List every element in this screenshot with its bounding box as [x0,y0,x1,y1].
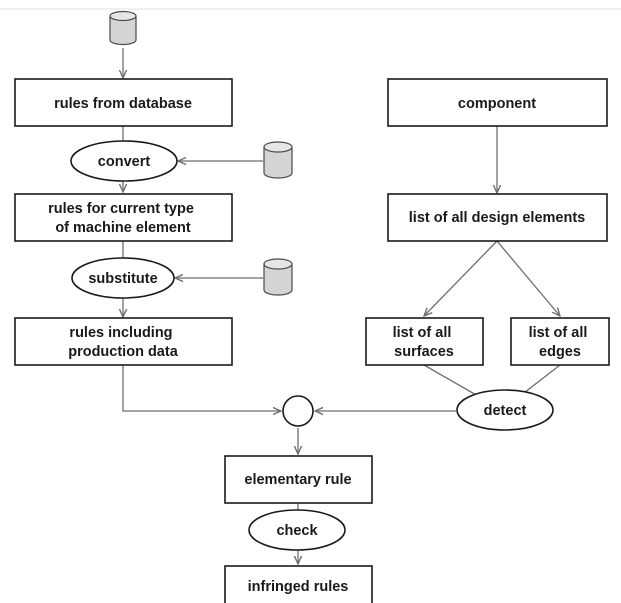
database-icon [263,258,293,296]
node-label: check [276,523,318,539]
svg-text:list of all edges: list of all edges [529,325,592,360]
node-label: rules including [69,325,172,341]
edge-elements-to-surfaces [424,240,498,316]
node-design-elements[interactable]: list of all design elements [387,193,608,242]
svg-text:list of all surfaces: list of all surfaces [393,325,456,360]
node-component[interactable]: component [387,78,608,127]
edge-surfaces-to-detect [423,364,479,397]
node-convert[interactable]: convert [70,140,178,182]
node-label: elementary rule [244,472,351,488]
svg-text:check: check [276,523,318,539]
node-rules-current-type[interactable]: rules for current type of machine elemen… [14,193,233,242]
edges [123,48,560,564]
node-edges[interactable]: list of all edges [510,317,610,366]
node-label: of machine element [55,220,191,236]
node-rules-from-database[interactable]: rules from database [14,78,233,127]
node-label: surfaces [394,344,454,360]
node-label: rules for current type [48,201,194,217]
edge-edges-to-detect [519,364,561,397]
node-infringed-rules[interactable]: infringed rules [224,565,373,603]
node-label: list of all [529,325,588,341]
node-elementary-rule[interactable]: elementary rule [224,455,373,504]
edge-production-to-join [122,365,281,411]
svg-text:component: component [458,96,536,112]
svg-text:list of all design elements: list of all design elements [409,210,585,226]
node-label: substitute [88,271,157,287]
node-label: production data [68,344,178,360]
node-check[interactable]: check [248,509,346,551]
svg-text:rules including producti: rules including production data [68,325,178,360]
node-label: list of all [393,325,452,341]
edge-elements-to-edges [496,240,560,316]
database-icon [263,141,293,179]
svg-text:rules for current type o: rules for current type of machine elemen… [48,201,198,236]
svg-text:infringed rules: infringed rules [248,579,349,595]
node-label: detect [484,403,527,419]
node-rules-production[interactable]: rules including production data [14,317,233,366]
node-label: infringed rules [248,579,349,595]
svg-text:elementary rule: elementary rule [244,472,351,488]
svg-text:substitute: substitute [88,271,157,287]
node-label: convert [98,154,151,170]
join-node[interactable] [282,395,314,427]
node-detect[interactable]: detect [456,389,554,431]
node-label: list of all design elements [409,210,585,226]
database-icon [109,10,137,46]
node-label: component [458,96,536,112]
svg-text:rules from database: rules from database [54,96,192,112]
node-substitute[interactable]: substitute [71,257,175,299]
node-label: edges [539,344,581,360]
node-label: rules from database [54,96,192,112]
svg-text:detect: detect [484,403,527,419]
svg-text:convert: convert [98,154,151,170]
node-surfaces[interactable]: list of all surfaces [365,317,484,366]
